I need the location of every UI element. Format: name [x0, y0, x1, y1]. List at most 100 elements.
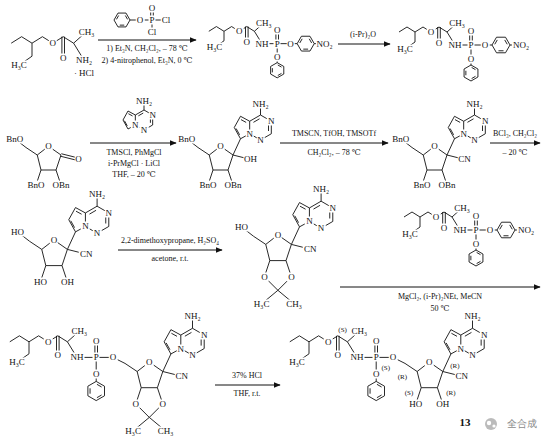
bond [477, 261, 481, 263]
reaction-condition: TMSCl, PhMgCl [105, 149, 162, 157]
atom-label: O [109, 353, 118, 362]
bond [505, 40, 508, 44]
atom-label: NO₂ [316, 39, 334, 48]
atom-label: O [467, 55, 476, 64]
bond [495, 40, 498, 44]
atom-label: O [425, 358, 434, 367]
watermark-icon [487, 421, 491, 425]
bond [128, 114, 132, 116]
bond [291, 227, 299, 245]
atom-label: O [486, 226, 495, 235]
bond [163, 354, 171, 372]
bond [97, 384, 102, 387]
atom-label: HO [234, 222, 249, 231]
atom-label: O [49, 39, 58, 48]
bond [404, 212, 452, 217]
atom-label: H₃C [206, 43, 224, 52]
reaction-condition: 2) 4-nitrophenol, Et₃N, 0 ℃ [101, 57, 194, 65]
bond [510, 225, 513, 229]
atom-label: N [245, 129, 254, 138]
atom-label: NH [255, 39, 270, 48]
reaction-condition: – 20 ℃ [502, 149, 529, 157]
bond [500, 225, 503, 229]
bond [125, 15, 127, 19]
reaction-arrow [215, 385, 280, 386]
atom-label: NH [350, 353, 365, 362]
atom-label: O [145, 358, 154, 367]
atom-label: OH [435, 399, 450, 408]
atom-label: N [200, 331, 209, 340]
reaction-condition: BCl₃, CH₂Cl₂ [492, 130, 538, 138]
reaction-arrow [118, 250, 222, 251]
atom-label: O [467, 27, 476, 36]
stereo-descriptor: (R) [450, 363, 459, 370]
bond [271, 63, 284, 78]
atom-label: O [432, 213, 441, 222]
bond [477, 252, 481, 254]
bond [26, 148, 37, 156]
bond [446, 343, 450, 350]
atom-label: H₃C [253, 299, 271, 308]
atom-label: OBn [223, 181, 242, 190]
atom-label: O [148, 4, 157, 13]
atom-label: O [54, 351, 63, 360]
atom-label: O [59, 53, 68, 62]
atom-label: H₃C [288, 358, 306, 367]
atom-label: N [140, 126, 149, 135]
bond [497, 222, 515, 238]
atom-label: P [467, 41, 474, 50]
atom-label: NH₂ [251, 99, 269, 108]
atom-label: N [188, 351, 197, 360]
atom-label: O [273, 26, 282, 35]
stereo-descriptor: (S) [338, 326, 347, 333]
watermark: 全合成 [506, 419, 538, 429]
atom-label: O [287, 272, 296, 281]
bond [76, 211, 82, 214]
atom-label: NH₂ [312, 185, 330, 194]
atom-label: O [430, 142, 439, 151]
atom-label: BnO [177, 134, 196, 143]
atom-label: CH₃ [453, 204, 471, 213]
bond [89, 210, 96, 214]
atom-label: H₃C [396, 45, 414, 54]
atom-label: O [472, 240, 481, 249]
atom-label: O [92, 336, 101, 345]
bond [88, 381, 105, 400]
atom-label: CN [454, 372, 469, 381]
atom-label: CH₃ [71, 327, 89, 336]
atom-label: OH [243, 155, 258, 164]
atom-label: · HCl [73, 69, 95, 78]
atom-label: O [389, 353, 398, 362]
bond [451, 333, 457, 336]
bond [253, 119, 259, 123]
atom-label: O [372, 370, 381, 379]
bond [399, 27, 447, 32]
bond [120, 25, 125, 26]
reaction-condition: CH₂Cl₂, – 78 ℃ [306, 149, 361, 157]
atom-label: O [50, 235, 59, 244]
bond [309, 39, 311, 43]
atom-label: N [480, 331, 489, 340]
reaction-condition: 37% HCl [231, 372, 263, 380]
atom-label: NH₂ [135, 97, 153, 106]
atom-label: N [267, 117, 276, 126]
atom-label: N [470, 136, 479, 145]
stereo-descriptor: (R) [446, 390, 455, 397]
atom-label: P [148, 16, 155, 25]
reaction-condition: 2,2-dimethoxypropane, H₂SO₄ [120, 237, 220, 245]
atom-label: OBn [51, 181, 70, 190]
atom-label: H₃C [401, 230, 419, 239]
atom-label: O [472, 212, 481, 221]
bond [71, 221, 75, 228]
reaction-condition: 1) Et₃N, CH₂Cl₂, – 78 ℃ [105, 45, 189, 53]
stereo-descriptor: (S) [405, 390, 414, 397]
atom-label: Cl [161, 16, 172, 25]
bond [303, 49, 308, 50]
reaction-arrow [90, 143, 176, 144]
bond [469, 250, 483, 266]
atom-label: NH [448, 41, 463, 50]
bond [209, 27, 255, 32]
watermark-icon [485, 418, 497, 430]
atom-label: N [459, 129, 468, 138]
reaction-condition: i-PrMgCl · LiCl [107, 160, 161, 168]
